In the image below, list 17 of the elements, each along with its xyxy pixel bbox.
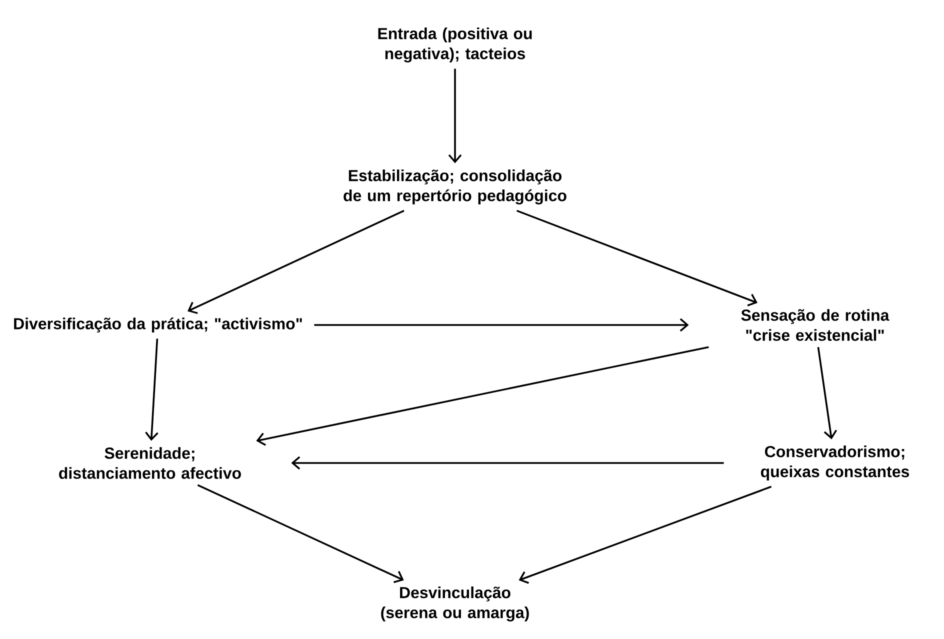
label-text: Desvinculação (serena ou amarga) (381, 586, 529, 622)
arrow (291, 456, 724, 470)
label-text: Entrada (positiva ou negativa); tacteios (378, 28, 532, 62)
label-text: Serenidade; distanciamento afectivo (59, 447, 241, 479)
label-text: Conservadorismo; queixas constantes (760, 446, 910, 480)
arrow (518, 486, 772, 584)
arrow (516, 210, 758, 306)
label-text: Estabilização; consolidação de um repertório pedagógico (344, 170, 566, 204)
arrow (448, 68, 462, 164)
label-text: Sensação de rotina "crise existencial" (741, 309, 890, 341)
arrow (197, 484, 404, 584)
arrow (314, 318, 689, 332)
arrow (188, 210, 404, 314)
label-text: Diversificação da prática; "activismo" (14, 317, 302, 333)
arrow (145, 338, 158, 441)
arrow (817, 346, 838, 440)
arrow (256, 346, 709, 446)
